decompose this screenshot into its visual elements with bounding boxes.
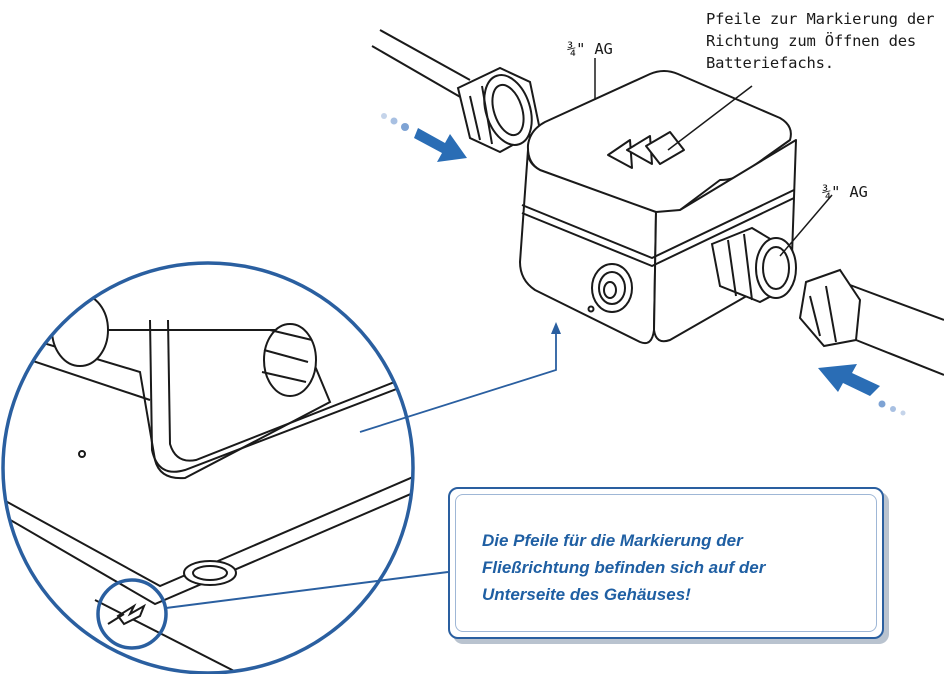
callout-line-2: Fließrichtung befinden sich auf der [482, 558, 766, 577]
right-thread [710, 226, 797, 304]
right-hose [849, 284, 944, 376]
callout-box: Die Pfeile für die Markierung der Fließr… [448, 487, 884, 639]
meter-housing [519, 70, 797, 345]
battery-arrows-label: Pfeile zur Markierung der Richtung zum Ö… [706, 8, 942, 74]
left-hose [371, 29, 471, 99]
underside-pointer [359, 332, 557, 433]
leader-lines [594, 58, 833, 257]
battery-label-line-2: Richtung zum Öffnen des [706, 32, 917, 50]
left-coupling [456, 66, 542, 154]
flow-arrow-highlight-ring [96, 578, 168, 650]
callout-text: Die Pfeile für die Markierung der Fließr… [482, 527, 862, 608]
right-coupling [798, 268, 862, 348]
thread-label-top: ¾" AG [567, 40, 613, 58]
callout-line-1: Die Pfeile für die Markierung der [482, 531, 743, 550]
right-flow-arrow [818, 364, 906, 416]
battery-label-line-1: Pfeile zur Markierung der [706, 10, 935, 28]
left-flow-arrow [381, 113, 467, 162]
magnifier-detail [3, 293, 413, 673]
magnifier-ring [1, 261, 415, 674]
thread-label-right: ¾" AG [822, 183, 868, 201]
callout-inner-border [455, 494, 877, 632]
underside-arrowhead [551, 322, 561, 334]
front-port [587, 263, 633, 313]
callout-line-3: Unterseite des Gehäuses! [482, 585, 691, 604]
callout-pointer [165, 571, 449, 609]
battery-label-line-3: Batteriefachs. [706, 54, 834, 72]
